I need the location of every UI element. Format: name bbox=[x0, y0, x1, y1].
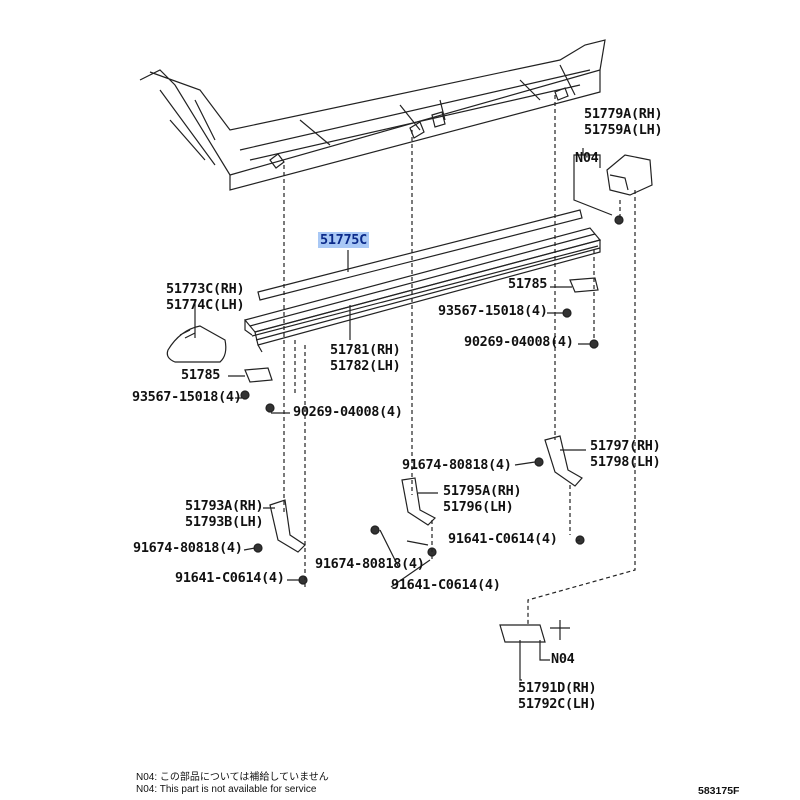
part-label-51797[interactable]: 51797(RH) bbox=[590, 438, 661, 454]
part-label-90269-right[interactable]: 90269-04008(4) bbox=[464, 334, 574, 350]
n04-marker-top: N04 bbox=[575, 150, 599, 166]
end-cap-left-illustration bbox=[166, 325, 227, 363]
part-label-91641-center[interactable]: 91641-C0614(4) bbox=[391, 577, 501, 593]
n04-marker-bottom: N04 bbox=[551, 651, 575, 667]
diagram-code: 583175F bbox=[698, 785, 740, 797]
end-piece-bottom-illustration bbox=[499, 620, 570, 643]
part-label-51792C[interactable]: 51792C(LH) bbox=[518, 696, 597, 712]
part-label-91641-left[interactable]: 91641-C0614(4) bbox=[175, 570, 285, 586]
bracket-left-illustration bbox=[269, 499, 306, 553]
running-board-illustration bbox=[243, 227, 602, 353]
trim-strip-illustration bbox=[257, 209, 583, 301]
part-label-93567-right[interactable]: 93567-15018(4) bbox=[438, 303, 548, 319]
part-label-51785-left[interactable]: 51785 bbox=[181, 367, 221, 383]
part-label-51793B[interactable]: 51793B(LH) bbox=[185, 514, 264, 530]
part-label-90269-left[interactable]: 90269-04008(4) bbox=[293, 404, 403, 420]
part-label-51793A[interactable]: 51793A(RH) bbox=[185, 498, 264, 514]
part-label-51759A[interactable]: 51759A(LH) bbox=[584, 122, 663, 138]
part-label-91674-center[interactable]: 91674-80818(4) bbox=[315, 556, 425, 572]
end-cap-right-illustration bbox=[606, 154, 653, 196]
body-frame-illustration bbox=[139, 39, 606, 191]
part-label-51785-right[interactable]: 51785 bbox=[508, 276, 548, 292]
part-label-51775C-highlighted[interactable]: 51775C bbox=[318, 232, 369, 248]
part-label-51781[interactable]: 51781(RH) bbox=[330, 342, 401, 358]
footnote-english: N04: This part is not available for serv… bbox=[136, 784, 317, 795]
part-label-51791D[interactable]: 51791D(RH) bbox=[518, 680, 597, 696]
part-label-51773C[interactable]: 51773C(RH) bbox=[166, 281, 245, 297]
part-label-91641-right[interactable]: 91641-C0614(4) bbox=[448, 531, 558, 547]
part-label-91674-left[interactable]: 91674-80818(4) bbox=[133, 540, 243, 556]
part-label-51782[interactable]: 51782(LH) bbox=[330, 358, 401, 374]
footnote-japanese: N04: この部品については補給していません bbox=[136, 772, 329, 783]
part-label-51774C[interactable]: 51774C(LH) bbox=[166, 297, 245, 313]
part-label-51795A[interactable]: 51795A(RH) bbox=[443, 483, 522, 499]
bracket-center-illustration bbox=[401, 477, 436, 526]
part-label-51779A[interactable]: 51779A(RH) bbox=[584, 106, 663, 122]
part-label-93567-left[interactable]: 93567-15018(4) bbox=[132, 389, 242, 405]
part-label-91674-mid[interactable]: 91674-80818(4) bbox=[402, 457, 512, 473]
bracket-right-illustration bbox=[544, 435, 583, 487]
part-label-51796[interactable]: 51796(LH) bbox=[443, 499, 514, 515]
part-label-51798[interactable]: 51798(LH) bbox=[590, 454, 661, 470]
